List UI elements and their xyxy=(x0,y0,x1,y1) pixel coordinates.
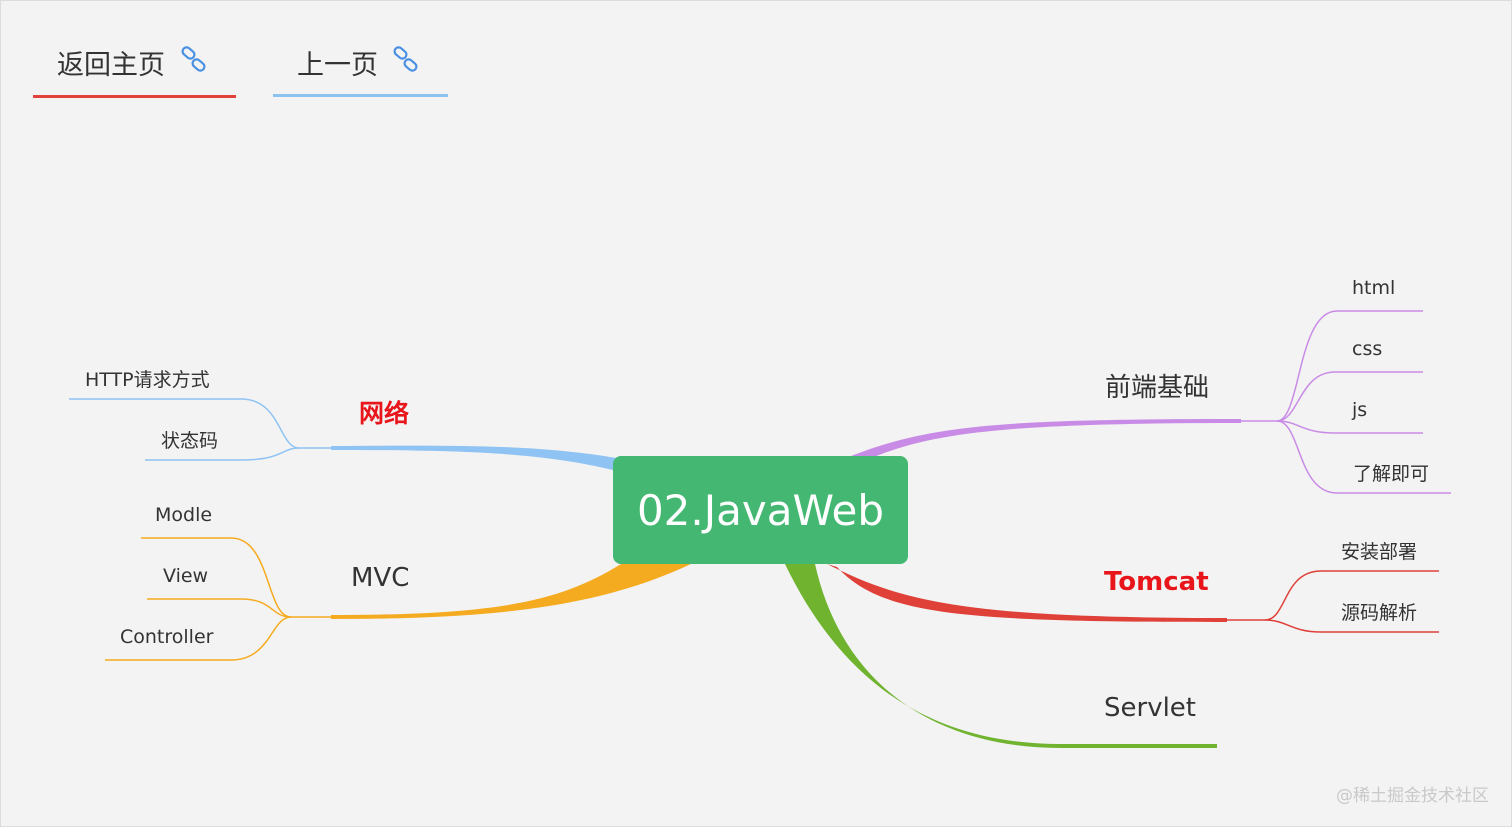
watermark: @稀土掘金技术社区 xyxy=(1336,786,1489,806)
connector-frontend xyxy=(851,419,1241,459)
branch-frontend-label[interactable]: 前端基础 xyxy=(1105,373,1210,403)
branch-servlet-label[interactable]: Servlet xyxy=(1104,693,1196,723)
root-node-label: 02.JavaWeb xyxy=(636,485,885,535)
connector-mvc xyxy=(331,564,691,619)
tomcat-child-install-deploy[interactable]: 安装部署 xyxy=(1341,541,1418,563)
branch-network-label[interactable]: 网络 xyxy=(359,399,410,428)
connector-frontend-child-4 xyxy=(1276,420,1451,494)
branch-mvc-label[interactable]: MVC xyxy=(351,563,410,593)
link-icon xyxy=(391,45,421,75)
link-icon xyxy=(179,45,209,75)
root-node[interactable]: 02.JavaWeb xyxy=(613,456,908,564)
previous-page-link-label: 上一页 xyxy=(297,50,378,81)
network-child-status-codes[interactable]: 状态码 xyxy=(161,430,219,452)
connector-frontend-child-3 xyxy=(1276,420,1423,434)
connector-network xyxy=(331,445,623,470)
connector-mvc-child-1 xyxy=(141,537,331,618)
frontend-child-css[interactable]: css xyxy=(1352,338,1383,360)
connector-frontend-child-1 xyxy=(1241,310,1423,422)
mvc-child-controller[interactable]: Controller xyxy=(120,626,214,648)
home-link-underline xyxy=(33,95,236,98)
connector-mvc-child-3 xyxy=(105,616,292,661)
connector-frontend-child-2 xyxy=(1276,371,1423,422)
network-child-http-methods[interactable]: HTTP请求方式 xyxy=(85,369,210,391)
home-link[interactable]: 返回主页 xyxy=(33,43,237,103)
home-link-label: 返回主页 xyxy=(57,50,165,81)
connector-mvc-child-2 xyxy=(147,598,292,618)
connector-tomcat xyxy=(827,564,1227,622)
previous-page-link[interactable]: 上一页 xyxy=(273,43,449,103)
tomcat-child-source-analysis[interactable]: 源码解析 xyxy=(1341,602,1418,624)
frontend-child-js[interactable]: js xyxy=(1352,399,1368,421)
connector-network-child-2 xyxy=(145,447,300,461)
mvc-child-view[interactable]: View xyxy=(163,565,209,587)
connector-tomcat-child-2 xyxy=(1264,619,1439,633)
branch-tomcat-label[interactable]: Tomcat xyxy=(1104,567,1209,597)
mvc-child-modle[interactable]: Modle xyxy=(155,504,213,526)
previous-page-link-underline xyxy=(273,94,448,97)
frontend-child-html[interactable]: html xyxy=(1352,277,1396,299)
frontend-child-understand[interactable]: 了解即可 xyxy=(1353,463,1430,485)
